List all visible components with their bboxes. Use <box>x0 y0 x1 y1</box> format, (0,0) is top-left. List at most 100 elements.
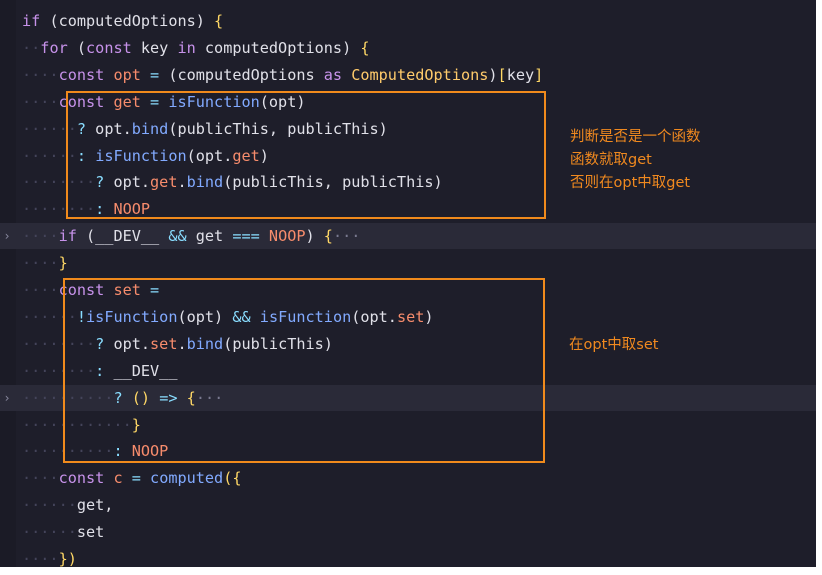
code-token: const <box>58 65 105 84</box>
code-line[interactable]: ›····if (__DEV__ && get === NOOP) {··· <box>0 223 816 250</box>
code-token: (__DEV__ <box>76 227 169 246</box>
code-token: c <box>113 469 123 488</box>
code-line[interactable]: ······: isFunction(opt.get) <box>0 143 816 169</box>
indent-guide: ···· <box>22 92 59 111</box>
code-token: ? <box>76 119 87 138</box>
code-token: if <box>58 227 77 246</box>
code-line[interactable]: ··········: NOOP <box>0 438 816 464</box>
code-token: ) <box>488 65 498 84</box>
code-token: ] <box>534 65 544 84</box>
code-token: : <box>95 361 105 380</box>
code-token: = <box>140 65 169 84</box>
code-token: if <box>22 12 41 30</box>
code-token <box>342 66 351 84</box>
code-token: key <box>131 38 178 57</box>
code-token: ComputedOptions <box>351 65 489 84</box>
code-line[interactable]: ······set <box>0 519 816 545</box>
code-token: (opt) <box>177 307 233 326</box>
code-token: isFunction <box>86 307 178 326</box>
code-token: => <box>159 388 178 407</box>
code-token: (publicThis, publicThis) <box>223 173 443 192</box>
code-line[interactable]: ··for (const key in computedOptions) { <box>0 35 816 61</box>
code-line[interactable]: ····}) <box>0 546 816 567</box>
indent-guide: ·········· <box>22 442 114 461</box>
code-token: key <box>506 65 535 84</box>
code-token: : <box>76 146 87 165</box>
code-token: opt. <box>104 173 151 192</box>
code-line[interactable]: ····const get = isFunction(opt) <box>0 89 816 115</box>
code-token: (opt) <box>259 92 306 111</box>
code-token: set <box>150 334 178 353</box>
code-token: . <box>177 173 187 192</box>
editor-gutter <box>0 0 16 567</box>
code-token: NOOP <box>131 442 169 461</box>
code-line[interactable]: ····const c = computed({ <box>0 465 816 491</box>
code-line[interactable]: ········: __DEV__ <box>0 358 816 384</box>
code-token: ? <box>113 388 123 407</box>
code-token: () <box>131 388 151 407</box>
indent-guide: ···· <box>22 469 59 488</box>
code-token: (publicThis, publicThis) <box>168 119 388 138</box>
code-token: ? <box>95 173 105 192</box>
code-token: = <box>140 281 160 299</box>
code-token: ( <box>67 38 87 57</box>
code-token: in <box>177 38 196 57</box>
indent-guide: ···· <box>22 227 59 246</box>
code-line[interactable]: ····const set = <box>0 277 816 303</box>
code-token: const <box>58 92 105 111</box>
fold-chevron-icon[interactable]: › <box>3 390 11 405</box>
code-line[interactable]: ······? opt.bind(publicThis, publicThis) <box>0 116 816 142</box>
fold-chevron-icon[interactable]: › <box>3 229 11 244</box>
code-token: NOOP <box>113 200 151 219</box>
code-token: get, <box>76 496 114 515</box>
code-token: isFunction <box>95 146 187 165</box>
indent-guide: ·· <box>22 38 41 57</box>
code-token: set <box>76 523 105 542</box>
code-token: get <box>150 173 178 192</box>
indent-guide: ············ <box>22 415 132 434</box>
annotation-get-note: 判断是否是一个函数 函数就取get 否则在opt中取get <box>570 129 701 191</box>
code-token: bind <box>186 173 224 192</box>
code-token: [ <box>497 65 507 84</box>
code-token: isFunction <box>259 307 352 326</box>
code-line[interactable]: ········? opt.set.bind(publicThis) <box>0 331 816 357</box>
indent-guide: ········ <box>22 334 96 353</box>
code-line[interactable]: ········? opt.get.bind(publicThis, publi… <box>0 169 816 195</box>
code-token: ) <box>424 307 434 326</box>
annotation-set-note: 在opt中取set <box>569 337 659 353</box>
code-token: const <box>58 281 105 299</box>
code-token: = <box>122 469 151 488</box>
code-token: get <box>232 146 260 165</box>
code-token: && <box>168 227 187 246</box>
code-token: opt <box>113 65 141 84</box>
code-token: ··· <box>332 227 361 246</box>
indent-guide: ········ <box>22 173 96 192</box>
indent-guide: ···· <box>22 254 59 273</box>
indent-guide: ······ <box>22 496 77 515</box>
code-line[interactable]: if (computedOptions) { <box>0 8 816 34</box>
code-token: get <box>186 227 233 246</box>
code-token <box>260 227 269 245</box>
indent-guide: ·········· <box>22 388 114 407</box>
code-line[interactable]: ········: NOOP <box>0 196 816 222</box>
code-line[interactable]: ······get, <box>0 492 816 518</box>
code-line[interactable]: ›··········? () => {··· <box>0 384 816 411</box>
code-token: (computedOptions <box>168 65 324 84</box>
code-token: ! <box>76 307 87 326</box>
code-token: ? <box>95 334 105 353</box>
code-line[interactable]: ····const opt = (computedOptions as Comp… <box>0 62 816 88</box>
code-token: ( <box>40 12 59 30</box>
code-token: { <box>323 227 333 246</box>
code-token: const <box>86 38 132 57</box>
code-token: { <box>360 38 370 57</box>
indent-guide: ···· <box>22 550 59 567</box>
code-token: as <box>323 65 343 84</box>
code-editor[interactable]: if (computedOptions) {··for (const key i… <box>0 0 816 567</box>
indent-guide: ······ <box>22 146 77 165</box>
code-line[interactable]: ············} <box>0 412 816 438</box>
indent-guide: ········ <box>22 200 96 219</box>
code-line[interactable]: ····} <box>0 250 816 276</box>
code-token: ) <box>195 12 215 30</box>
annotation-box-get <box>66 91 546 219</box>
code-token: . <box>177 334 187 353</box>
